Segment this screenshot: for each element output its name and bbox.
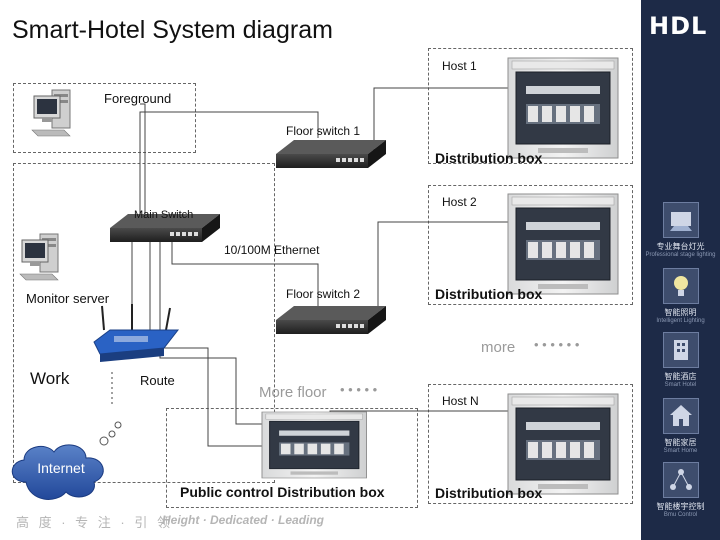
- sidebar-item-label: 智能楼宇控制: [656, 502, 705, 511]
- internet-label: Internet: [37, 460, 85, 476]
- sidebar-item-intelligent-lighting[interactable]: 智能照明 Intelligent Lighting: [641, 268, 720, 324]
- route-label: Route: [140, 373, 175, 388]
- router-device: [93, 304, 180, 362]
- sidebar-item-sublabel: Smart Hotel: [664, 382, 697, 388]
- house-icon: [662, 398, 699, 434]
- sidebar-item-smart-home[interactable]: 智能家居 Smart Home: [641, 398, 720, 454]
- sidebar-item-label: 专业舞台灯光: [656, 242, 705, 251]
- host1-group-box: [428, 48, 633, 164]
- hotel-building-icon: [662, 332, 699, 368]
- host2-label: Host 2: [442, 195, 477, 209]
- distribution-box-n-label: Distribution box: [435, 485, 543, 501]
- host2-group-box: [428, 185, 633, 305]
- internet-cloud-shape: [11, 444, 104, 500]
- floor-switch-1-label: Floor switch 1: [286, 124, 361, 138]
- sidebar-item-label: 智能照明: [664, 308, 697, 317]
- distribution-box-n: [507, 393, 619, 495]
- public-box-label: Public control Distribution box: [180, 484, 385, 500]
- sidebar-item-smart-hotel[interactable]: 智能酒店 Smart Hotel: [641, 332, 720, 388]
- more-label: more: [481, 339, 516, 356]
- sidebar-item-sublabel: Bmu Control: [663, 512, 698, 518]
- floor-switch-2: [276, 306, 386, 334]
- footer-slogan-cn: 高 度 · 专 注 · 引 领: [16, 515, 173, 530]
- floor-switch-2-label: Floor switch 2: [286, 287, 361, 301]
- hostn-group-box: [428, 384, 633, 504]
- connection-lines: [111, 87, 508, 447]
- stage-lighting-icon: [662, 202, 699, 238]
- control-room-group-box: [13, 163, 275, 483]
- distribution-box-2-label: Distribution box: [435, 286, 543, 302]
- page-title: Smart-Hotel System diagram: [12, 16, 333, 44]
- more-dots: • • • • • •: [534, 337, 580, 352]
- sidebar-item-sublabel: Professional stage lighting: [645, 252, 716, 258]
- network-icon: [662, 462, 699, 498]
- more-floor-label: More floor: [259, 384, 327, 401]
- foreground-group-box: [13, 83, 196, 153]
- hdl-logo: HDL: [649, 12, 708, 40]
- sidebar-item-sublabel: Intelligent Lighting: [656, 318, 705, 324]
- host1-label: Host 1: [442, 59, 477, 73]
- monitor-server-pc: [19, 233, 59, 281]
- sidebar-item-stage-lighting[interactable]: 专业舞台灯光 Professional stage lighting: [641, 202, 720, 258]
- hostn-label: Host N: [442, 394, 479, 408]
- sidebar-item-label: 智能酒店: [664, 372, 697, 381]
- ethernet-label: 10/100M Ethernet: [224, 243, 320, 257]
- sidebar-item-label: 智能家居: [664, 438, 697, 447]
- distribution-box-2: [507, 193, 619, 295]
- main-switch-label: Main Switch: [134, 209, 194, 221]
- bulb-icon: [662, 268, 699, 304]
- monitor-server-label: Monitor server: [26, 291, 110, 306]
- public-distribution-box: [261, 411, 367, 479]
- distribution-box-1: [507, 57, 619, 159]
- sidebar-item-building-control[interactable]: 智能楼宇控制 Bmu Control: [641, 462, 720, 518]
- floor-switch-1: [276, 140, 386, 168]
- public-box-group: [166, 408, 418, 508]
- distribution-box-1-label: Distribution box: [435, 150, 543, 166]
- diagram-drawing: [11, 57, 619, 500]
- footer-slogan-en: Height · Dedicated · Leading: [162, 513, 325, 527]
- foreground-label: Foreground: [104, 91, 172, 106]
- cloud-connector-dots: [99, 421, 122, 446]
- internet-cloud[interactable]: Internet: [6, 442, 114, 502]
- sidebar-item-sublabel: Smart Home: [663, 448, 698, 454]
- work-label: Work: [30, 369, 70, 388]
- brand-sidebar: HDL 专业舞台灯光 Professional stage lighting 智…: [641, 0, 720, 540]
- more-floor-dots: • • • • •: [340, 382, 378, 397]
- foreground-pc: [31, 89, 71, 137]
